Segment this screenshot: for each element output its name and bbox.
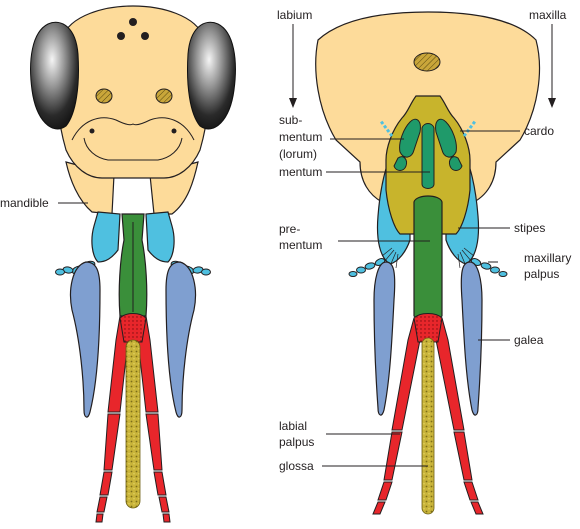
label-prementum-2: mentum	[279, 238, 322, 252]
right-maxillary-palpus-back	[470, 258, 508, 277]
label-submentum-1: sub-	[279, 113, 302, 127]
left-maxilla-stipes	[91, 211, 121, 263]
maxilla-arrow	[548, 24, 556, 108]
paraglossa-front	[119, 313, 147, 343]
label-prementum-1: pre-	[279, 222, 300, 236]
label-cardo: cardo	[524, 124, 554, 138]
left-labial-palpus	[95, 315, 131, 523]
left-galea	[69, 261, 101, 418]
labium-arrow	[289, 24, 297, 108]
label-mentum: mentum	[279, 165, 322, 179]
right-galea	[165, 261, 197, 418]
cardo-right	[435, 118, 457, 158]
prementum-back	[413, 195, 443, 322]
label-maxilla: maxilla	[529, 8, 567, 22]
frontal-view: mandible	[0, 5, 236, 523]
label-labium: labium	[277, 8, 312, 22]
right-galea-back	[460, 261, 483, 416]
mentum	[421, 123, 435, 189]
ocellus	[129, 18, 137, 26]
right-labial-palpus	[135, 315, 171, 523]
label-maxillary-palpus-1: maxillary	[524, 251, 571, 265]
cardo-left	[399, 118, 421, 158]
label-mandible: mandible	[0, 196, 49, 210]
left-galea-back	[373, 261, 396, 416]
label-submentum-2: mentum	[279, 130, 322, 144]
cardo-stubs	[378, 119, 478, 137]
antennal-socket	[155, 88, 173, 104]
left-compound-eye	[30, 22, 79, 130]
paraglossa-back	[413, 313, 443, 343]
head-capsule-front	[55, 5, 211, 179]
label-maxillary-palpus-2: palpus	[524, 267, 559, 281]
ocellus	[141, 32, 149, 40]
occipital-foramen	[413, 52, 441, 72]
glossa-back	[421, 337, 435, 515]
right-compound-eye	[187, 22, 236, 130]
label-stipes: stipes	[514, 221, 545, 235]
label-glossa: glossa	[279, 459, 314, 473]
ocellus	[117, 32, 125, 40]
label-submentum-3: (lorum)	[279, 147, 317, 161]
right-maxilla-stipes	[145, 211, 175, 263]
label-labial-palpus-2: palpus	[279, 435, 314, 449]
label-labial-palpus-1: labial	[279, 419, 307, 433]
antennal-socket	[95, 88, 113, 104]
right-labial-palpus-back	[433, 317, 484, 515]
glossa-front	[125, 339, 141, 509]
posterior-view: labium maxilla sub- mentum (lorum) cardo…	[277, 8, 571, 515]
label-galea: galea	[514, 333, 544, 347]
